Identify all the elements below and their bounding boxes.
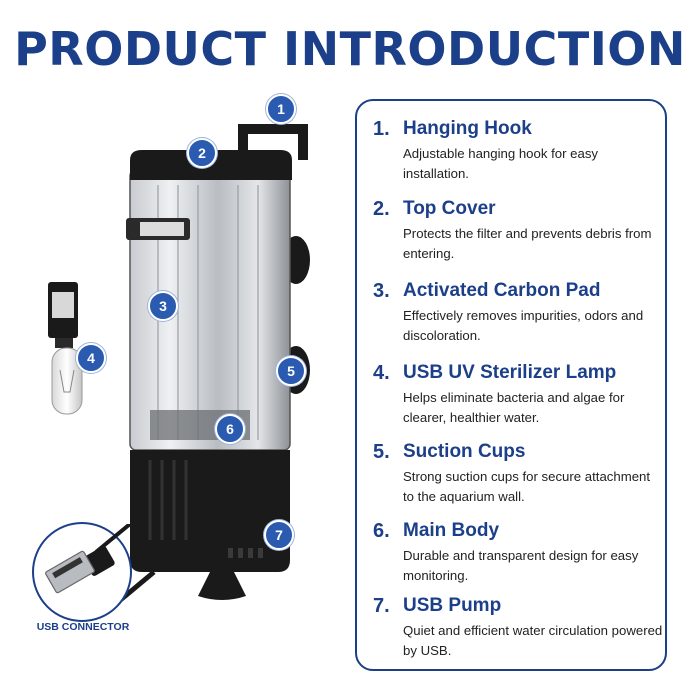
feature-description: Protects the filter and prevents debris … (403, 226, 652, 261)
usb-plug-icon (45, 522, 132, 594)
feature-number: 6. (373, 520, 390, 542)
callout-badge-5: 5 (276, 356, 306, 386)
pump-base (130, 450, 290, 572)
feature-number: 1. (373, 118, 390, 140)
feature-number: 2. (373, 198, 390, 220)
callout-badge-6: 6 (215, 414, 245, 444)
feature-description: Quiet and efficient water circulation po… (403, 623, 663, 658)
feature-name: Hanging Hook (403, 118, 532, 139)
callout-badge-2: 2 (187, 138, 217, 168)
page-title: PRODUCT INTRODUCTION (14, 22, 686, 76)
feature-name: Suction Cups (403, 441, 526, 462)
callout-badge-4: 4 (76, 343, 106, 373)
feature-number: 7. (373, 595, 390, 617)
uv-lamp (48, 282, 83, 415)
feature-number: 4. (373, 362, 390, 384)
feature-description: Adjustable hanging hook for easy install… (403, 146, 599, 181)
usb-connector-label: USB CONNECTOR (36, 621, 130, 633)
feature-description: Durable and transparent design for easy … (403, 548, 639, 583)
feature-description: Effectively removes impurities, odors an… (403, 308, 644, 343)
feature-list-panel (355, 99, 667, 671)
feature-name: USB UV Sterilizer Lamp (403, 362, 617, 383)
feature-description: Helps eliminate bacteria and algae for c… (403, 390, 625, 425)
feature-description: Strong suction cups for secure attachmen… (403, 469, 651, 504)
feature-name: Top Cover (403, 198, 496, 219)
callout-badge-3: 3 (148, 291, 178, 321)
feature-name: USB Pump (403, 595, 502, 616)
usb-connector-inset (32, 522, 132, 622)
suction-cup-bottom (198, 572, 246, 600)
feature-number: 5. (373, 441, 390, 463)
feature-number: 3. (373, 280, 390, 302)
callout-badge-1: 1 (266, 94, 296, 124)
feature-name: Main Body (403, 520, 500, 541)
feature-name: Activated Carbon Pad (403, 280, 601, 301)
callout-badge-7: 7 (264, 520, 294, 550)
